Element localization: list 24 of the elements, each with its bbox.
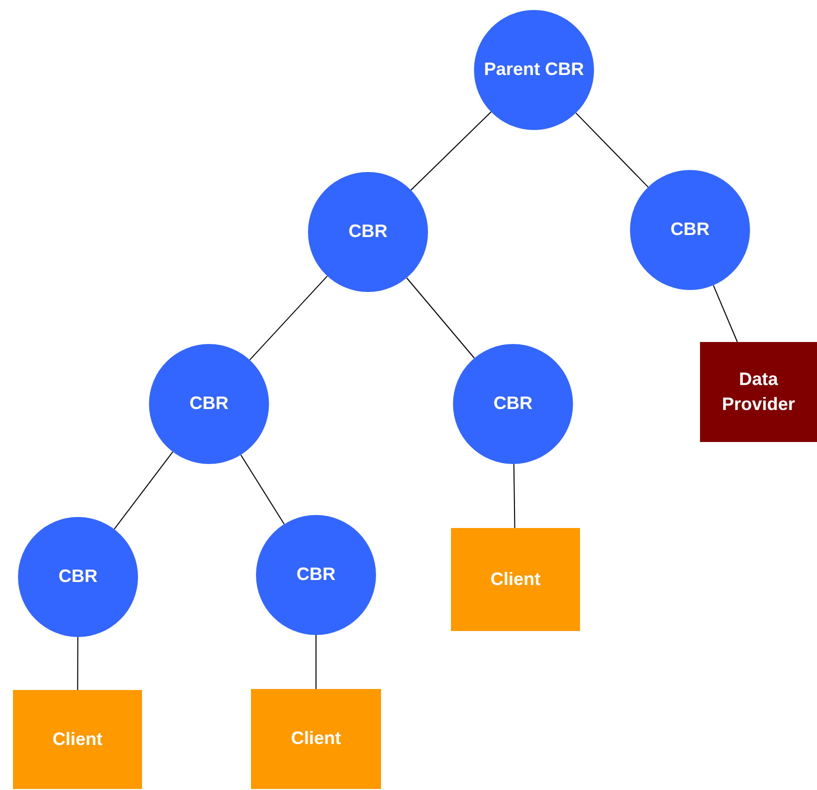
node-label: CBR (58, 565, 98, 588)
connector-line (114, 451, 174, 530)
client-box (451, 528, 580, 631)
node-label: Data Provider (720, 368, 796, 416)
node-label: CBR (188, 392, 230, 416)
node-label: Client (51, 728, 104, 751)
connector-line (410, 111, 492, 191)
connector-line (77, 636, 78, 690)
connector-line (575, 112, 649, 188)
connector-line (249, 276, 328, 360)
node-label: Client (489, 568, 542, 591)
data-provider-box (700, 342, 817, 442)
connector-line (240, 454, 285, 525)
connector-line (406, 277, 475, 359)
connector-line (513, 464, 516, 528)
node-label: Parent CBR (482, 58, 586, 82)
node-label: CBR (348, 220, 388, 244)
node-label: CBR (296, 563, 336, 586)
client-box (251, 689, 381, 789)
node-label: Client (290, 727, 342, 750)
node-label: CBR (670, 218, 710, 242)
client-box (13, 690, 142, 789)
connector-line (712, 284, 738, 342)
node-label: CBR (492, 392, 534, 416)
